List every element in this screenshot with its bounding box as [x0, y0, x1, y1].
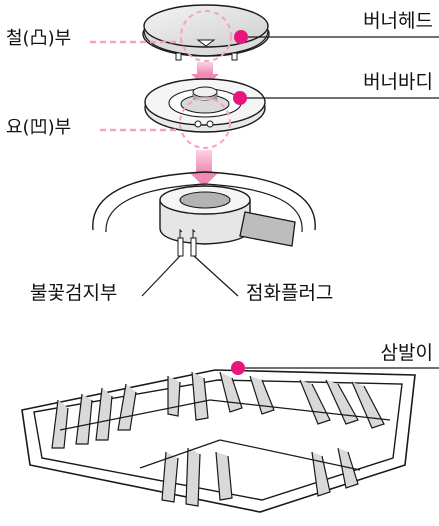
- burner-body-part: [144, 78, 266, 133]
- label-convex-part: 철(凸)부: [6, 28, 72, 49]
- label-trivet: 삼발이: [380, 342, 433, 364]
- igniter-pins: [177, 228, 197, 257]
- assembly-arrow-2: [189, 150, 219, 187]
- burner-head-tabs: [175, 52, 238, 61]
- burner-body-holes: [194, 120, 214, 128]
- trivet-part: [21, 369, 416, 513]
- trivet-marker-dot: [231, 361, 245, 375]
- burner-head-marker-dot: [234, 30, 248, 44]
- convex-highlight-circle: [180, 10, 232, 62]
- label-concave-part: 요(凹)부: [6, 117, 72, 138]
- ignition-plug-leader-line: [193, 255, 239, 297]
- label-burner-head: 버너헤드: [363, 10, 433, 32]
- label-burner-body: 버너바디: [363, 71, 433, 93]
- burner-base-part: [92, 171, 316, 257]
- label-flame-detector: 불꽃검지부: [30, 282, 118, 304]
- burner-head-part: [142, 4, 270, 61]
- burner-body-marker-dot: [233, 91, 247, 105]
- concave-highlight-circle: [179, 97, 231, 149]
- label-ignition-plug: 점화플러그: [246, 282, 334, 304]
- flame-detector-leader-line: [141, 255, 181, 297]
